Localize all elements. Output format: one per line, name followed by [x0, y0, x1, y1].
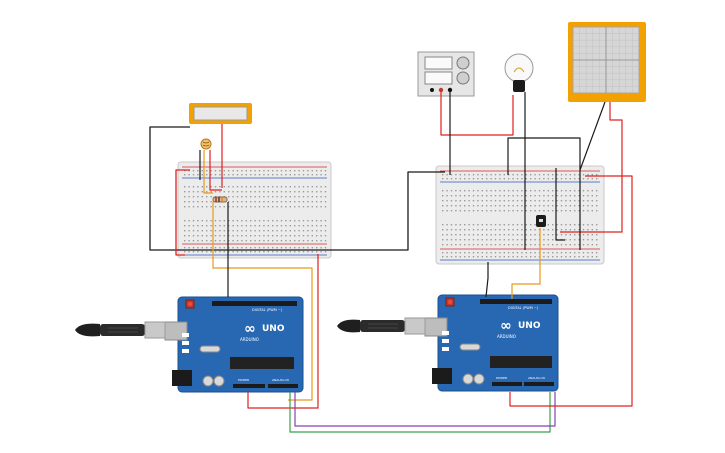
led-tx [442, 339, 449, 343]
wire-black [579, 101, 606, 171]
analog-header[interactable] [268, 384, 298, 388]
atmega-chip [230, 357, 294, 369]
crystal [459, 343, 481, 351]
wire-black [485, 262, 489, 298]
wire-red [440, 92, 514, 136]
reset-button-cap [447, 299, 453, 305]
terminal-positive[interactable] [438, 87, 444, 93]
arduino-logo: ∞ UNO ARDUINO [497, 318, 541, 339]
digital-label: DIGITAL (PWM ~) [508, 306, 539, 310]
wire-black [185, 171, 445, 251]
arduino-logo-symbol: ∞ [244, 321, 256, 337]
power-supply[interactable] [417, 51, 475, 97]
wires [149, 92, 633, 433]
arduino-logo: ∞ UNO ARDUINO [240, 321, 285, 342]
wire-red [560, 102, 623, 233]
breadboard-left-holes [184, 170, 327, 253]
led-rx [182, 349, 189, 353]
arduino-uno-right[interactable]: ∞ UNO ARDUINO DIGITAL (PWM ~) POWER ANAL… [424, 294, 559, 392]
digital-header[interactable] [480, 299, 552, 304]
led-tx [182, 341, 189, 345]
breadboard-right[interactable] [435, 165, 605, 265]
power-jack [172, 370, 192, 386]
wire-orange [212, 202, 313, 401]
wire-green [289, 392, 551, 433]
arduino-logo-symbol: ∞ [500, 318, 512, 334]
wire-orange [203, 150, 213, 194]
wire-red [175, 169, 190, 256]
capacitor-1 [462, 373, 474, 385]
wire-purple [294, 392, 556, 427]
atmega-chip [490, 356, 552, 368]
led-rx [442, 347, 449, 351]
reset-button-cap [187, 301, 193, 307]
arduino-brand-label: ARDUINO [240, 337, 259, 342]
resistor-icon[interactable] [212, 196, 228, 203]
analog-label: ANALOG IN [272, 378, 289, 382]
digital-header[interactable] [212, 301, 297, 306]
capacitor-1 [202, 375, 214, 387]
digital-label: DIGITAL (PWM ~) [252, 308, 283, 312]
voltage-knob[interactable] [456, 56, 470, 70]
power-label: POWER [238, 378, 249, 382]
current-knob[interactable] [456, 71, 470, 85]
usb-port [164, 321, 188, 341]
wire-black [149, 126, 190, 251]
oscilloscope[interactable] [568, 22, 646, 102]
power-header[interactable] [492, 382, 522, 386]
wire-black [507, 137, 581, 250]
arduino-brand-label: ARDUINO [497, 334, 516, 339]
power-label: POWER [496, 376, 507, 380]
analog-label: ANALOG IN [528, 376, 545, 380]
wire-black [555, 168, 565, 241]
uno-label: UNO [518, 321, 541, 331]
capacitor-2 [213, 375, 225, 387]
lcd-display[interactable] [189, 103, 252, 124]
arduino-uno-left[interactable]: ∞ UNO ARDUINO DIGITAL (PWM ~) POWER ANAL… [164, 296, 304, 393]
power-jack [432, 368, 452, 384]
breadboard-left[interactable] [177, 161, 332, 259]
led-l [182, 333, 189, 337]
lightbulb-icon[interactable] [504, 53, 534, 92]
wire-red [247, 254, 319, 409]
capacitor-2 [473, 373, 485, 385]
crystal [199, 345, 221, 353]
led-l [442, 331, 449, 335]
usb-cable-icon [75, 321, 166, 339]
analog-header[interactable] [524, 382, 554, 386]
power-header[interactable] [233, 384, 265, 388]
terminal-negative[interactable] [447, 87, 453, 93]
power-button-icon[interactable] [430, 88, 434, 92]
uno-label: UNO [262, 324, 285, 334]
wire-red [209, 150, 222, 191]
wire-orange [511, 228, 541, 299]
usb-cable-icon [337, 317, 426, 335]
transistor-icon[interactable] [536, 215, 546, 227]
photoresistor-icon[interactable] [200, 138, 212, 150]
wire-red [509, 175, 633, 407]
breadboard-right-holes [442, 174, 598, 258]
